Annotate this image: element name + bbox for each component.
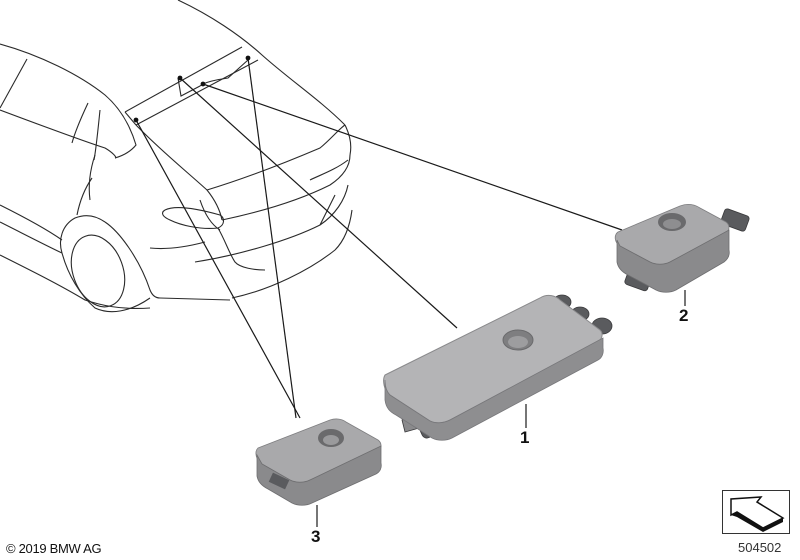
arrow-nav-icon[interactable] [722,490,790,534]
copyright-text: © 2019 BMW AG [6,541,102,556]
vehicle-outline [0,0,353,313]
part-1-module[interactable] [383,294,613,441]
callout-3[interactable]: 3 [311,527,321,546]
leader-lines [135,57,686,527]
mount-point-dots [133,55,251,123]
callout-1[interactable]: 1 [520,428,530,447]
part-3-module[interactable] [255,418,382,506]
part-2-module[interactable] [614,203,750,293]
arrow-nav-glyph [730,496,785,532]
callout-2[interactable]: 2 [679,306,689,325]
diagram-number: 504502 [738,540,782,555]
